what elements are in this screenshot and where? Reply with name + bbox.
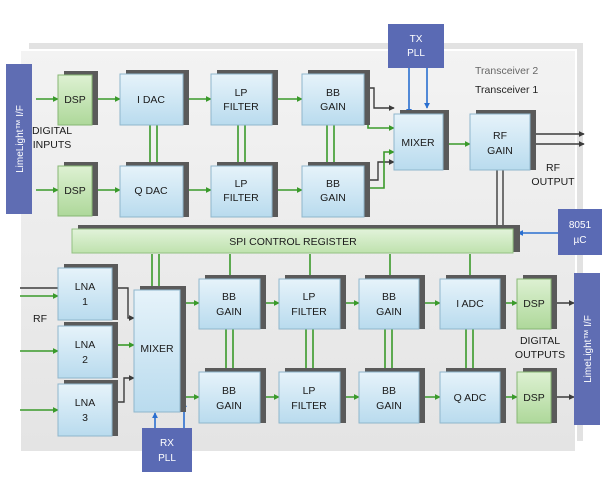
rx-pll-line2: PLL bbox=[158, 453, 176, 464]
lna-1: LNA 1 bbox=[57, 264, 118, 321]
rx-bb1-top: BB GAIN bbox=[198, 275, 266, 330]
rx-bb2-top-line1: BB bbox=[382, 291, 396, 303]
rf-gain-line2: GAIN bbox=[487, 145, 513, 157]
lna2-line1: LNA bbox=[75, 339, 95, 351]
tx-bb-top-line1: BB bbox=[326, 87, 340, 99]
uc-line2: µC bbox=[574, 235, 587, 246]
digital-outputs-line2: OUTPUTS bbox=[515, 349, 565, 361]
rx-qadc: Q ADC bbox=[439, 368, 506, 424]
lna-3: LNA 3 bbox=[57, 380, 118, 437]
rx-dsp-top: DSP bbox=[516, 275, 557, 330]
tx-dsp-top: DSP bbox=[57, 71, 98, 126]
lna3-line2: 3 bbox=[82, 412, 88, 424]
wire-lna1-mixer bbox=[118, 287, 135, 321]
tx-bb-bottom-line2: GAIN bbox=[320, 192, 346, 204]
tx-lpf-top: LP FILTER bbox=[210, 70, 278, 126]
rx-iadc-label: I ADC bbox=[456, 298, 484, 310]
tx-bb-top: BB GAIN bbox=[301, 70, 370, 126]
tx-dsp-top-label: DSP bbox=[64, 94, 86, 106]
lna2-line2: 2 bbox=[82, 354, 88, 366]
tx-lpf-bottom-line1: LP bbox=[235, 178, 248, 190]
rx-bb2-bottom-line2: GAIN bbox=[376, 400, 402, 412]
lna1-line2: 1 bbox=[82, 296, 88, 308]
tx-idac: I DAC bbox=[119, 70, 189, 126]
tx-idac-label: I DAC bbox=[137, 94, 165, 106]
tx-dsp-bottom: DSP bbox=[57, 162, 98, 217]
tx-pll: TX PLL bbox=[388, 24, 444, 68]
rx-bb2-top-line2: GAIN bbox=[376, 306, 402, 318]
tx-lpf-bottom-line2: FILTER bbox=[223, 192, 259, 204]
uc-line1: 8051 bbox=[569, 220, 592, 231]
rx-pll-line1: RX bbox=[160, 438, 174, 449]
wire-bb-bottom-mixer-a bbox=[364, 159, 395, 181]
tx-pll-line2: PLL bbox=[407, 48, 425, 59]
lna1-line1: LNA bbox=[75, 281, 95, 293]
tx-qdac: Q DAC bbox=[119, 162, 189, 218]
rx-bb1-bottom-line1: BB bbox=[222, 385, 236, 397]
wire-bb-bottom-mixer-b bbox=[364, 149, 395, 189]
microcontroller-8051: 8051 µC bbox=[558, 209, 602, 255]
wire-lna3-mixer bbox=[118, 375, 135, 403]
rf-output-line2: OUTPUT bbox=[531, 176, 575, 188]
rx-dsp-bottom: DSP bbox=[516, 368, 557, 424]
limelight-left-label: LimeLight™ I/F bbox=[15, 105, 26, 173]
rx-bb2-bottom: BB GAIN bbox=[358, 368, 425, 424]
digital-inputs-line2: INPUTS bbox=[33, 139, 72, 151]
rx-mixer: MIXER bbox=[133, 286, 186, 413]
rx-lpf-top-line2: FILTER bbox=[291, 306, 327, 318]
rx-qadc-label: Q ADC bbox=[454, 392, 487, 404]
tx-lpf-top-line2: FILTER bbox=[223, 101, 259, 113]
tx-mixer: MIXER bbox=[393, 110, 449, 171]
rx-bb1-top-line1: BB bbox=[222, 291, 236, 303]
rx-lpf-top: LP FILTER bbox=[278, 275, 346, 330]
rf-output-line1: RF bbox=[546, 162, 560, 174]
tx-dsp-bottom-label: DSP bbox=[64, 185, 86, 197]
tx-lpf-top-line1: LP bbox=[235, 87, 248, 99]
tx-lpf-bottom: LP FILTER bbox=[210, 162, 278, 218]
tx-bb-top-line2: GAIN bbox=[320, 101, 346, 113]
rx-bb1-bottom-line2: GAIN bbox=[216, 400, 242, 412]
rx-bb2-bottom-line1: BB bbox=[382, 385, 396, 397]
spi-label: SPI CONTROL REGISTER bbox=[229, 236, 357, 248]
rx-dsp-top-label: DSP bbox=[523, 298, 545, 310]
rx-lpf-top-line1: LP bbox=[303, 291, 316, 303]
tx-mixer-label: MIXER bbox=[401, 137, 435, 149]
rf-gain: RF GAIN bbox=[469, 110, 536, 171]
tx-bb-bottom: BB GAIN bbox=[301, 162, 370, 218]
rx-dsp-bottom-label: DSP bbox=[523, 392, 545, 404]
tx-pll-line1: TX bbox=[410, 34, 423, 45]
lna3-line1: LNA bbox=[75, 397, 95, 409]
transceiver2-label: Transceiver 2 bbox=[475, 65, 538, 77]
digital-inputs-line1: DIGITAL bbox=[32, 125, 72, 137]
rx-bb1-top-line2: GAIN bbox=[216, 306, 242, 318]
rx-bb2-top: BB GAIN bbox=[358, 275, 425, 330]
limelight-left-box bbox=[6, 64, 32, 214]
spi-control-register: SPI CONTROL REGISTER bbox=[71, 225, 520, 254]
rx-mixer-label: MIXER bbox=[140, 343, 174, 355]
rx-lpf-bottom-line1: LP bbox=[303, 385, 316, 397]
limelight-right-label: LimeLight™ I/F bbox=[583, 315, 594, 383]
rx-iadc: I ADC bbox=[439, 275, 506, 330]
digital-outputs-line1: DIGITAL bbox=[520, 335, 560, 347]
rf-gain-line1: RF bbox=[493, 130, 507, 142]
rx-lpf-bottom: LP FILTER bbox=[278, 368, 346, 424]
tx-bb-bottom-line1: BB bbox=[326, 178, 340, 190]
limelight-right-box bbox=[574, 273, 600, 425]
lna-2: LNA 2 bbox=[57, 322, 118, 379]
transceiver1-label: Transceiver 1 bbox=[475, 84, 538, 96]
rx-bb1-bottom: BB GAIN bbox=[198, 368, 266, 424]
rx-lpf-bottom-line2: FILTER bbox=[291, 400, 327, 412]
rf-input-label: RF bbox=[33, 313, 47, 325]
rx-pll: RX PLL bbox=[142, 428, 192, 472]
tx-qdac-label: Q DAC bbox=[134, 185, 168, 197]
